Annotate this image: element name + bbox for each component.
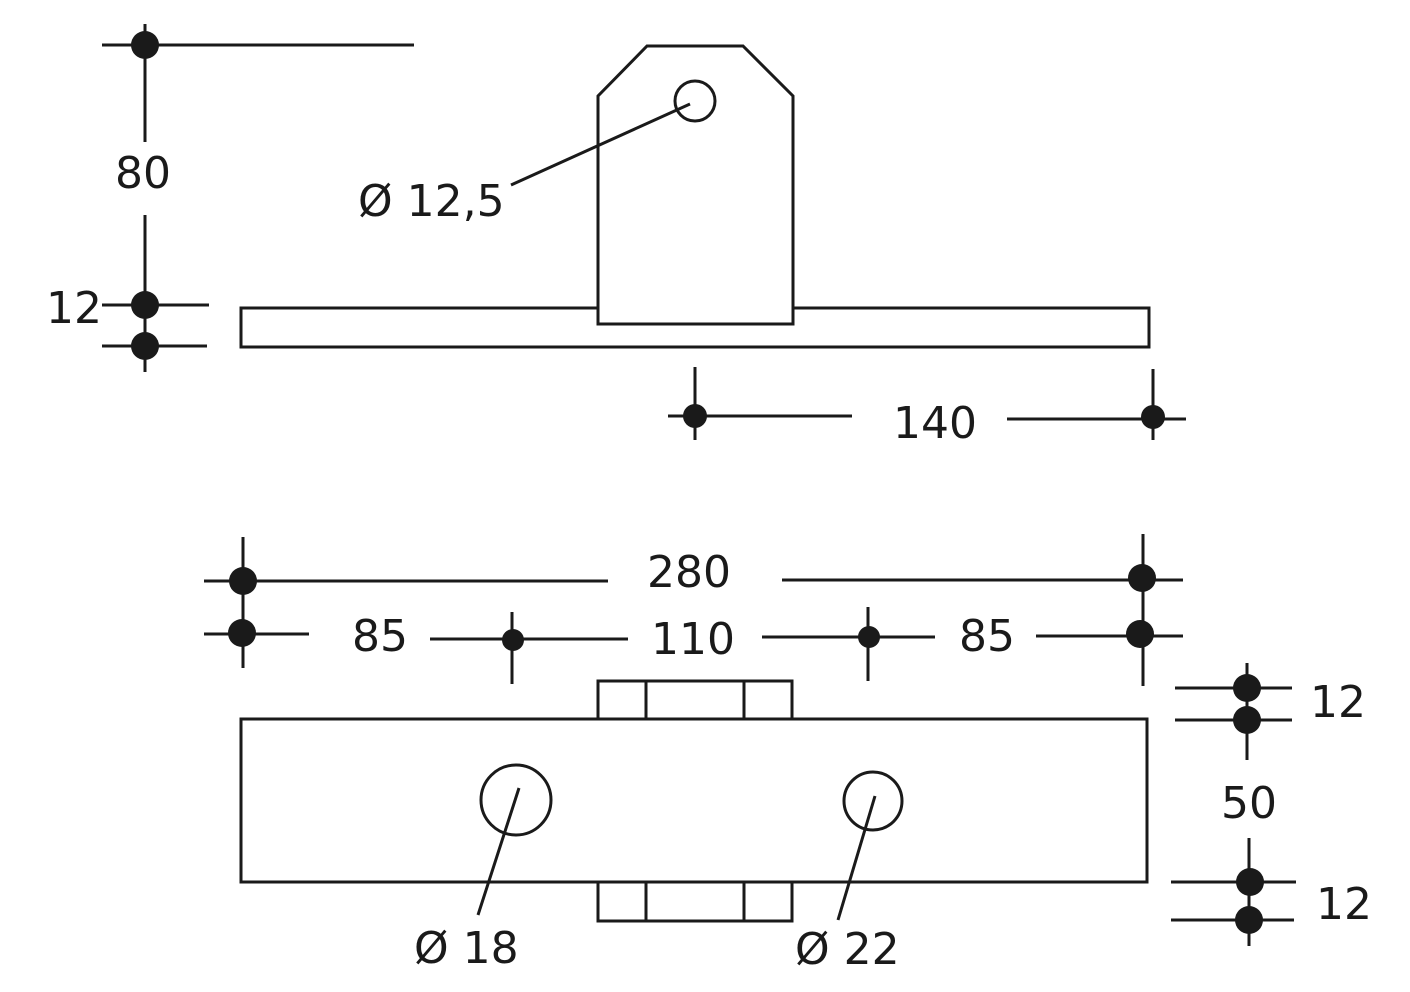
total-length-label: 280 [647,547,731,598]
right-offset-label: 85 [959,611,1015,662]
lug-bottom-dim-dot-2 [1235,906,1263,934]
lug-bottom-dim-dot-1 [1236,868,1264,896]
left-hole [479,763,553,837]
offset-dim-dot-right [1141,405,1165,429]
lug-hole [673,79,717,123]
chain-dim-dot-1 [228,619,256,647]
thickness-dim-dot-top [131,291,159,319]
plate-thickness-label: 12 [46,283,102,334]
left-hole-leader [476,787,521,916]
hole-leader-line [510,102,691,187]
lug-thickness-top-label: 12 [1310,677,1366,728]
right-hole-leader [836,795,877,921]
mounting-lug-side [596,44,795,326]
lug-offset-label: 140 [893,398,977,449]
length-dim-dot-right [1128,564,1156,592]
left-offset-label: 85 [352,611,408,662]
hole-diameter-label: Ø 12,5 [358,176,505,227]
center-spacing-label: 110 [651,614,735,665]
thickness-dim-dot-bottom [131,332,159,360]
height-dim-dot-top [131,31,159,59]
right-hole [842,770,904,832]
lug-thickness-bottom-label: 12 [1316,879,1372,930]
chain-dim-dot-4 [1126,620,1154,648]
lug-top-outline [596,679,794,723]
left-hole-diameter-label: Ø 18 [414,923,519,974]
length-dim-dot-left [229,567,257,595]
right-hole-diameter-label: Ø 22 [795,924,900,975]
base-plate-top [239,717,1149,884]
chain-dim-dot-3 [858,626,880,648]
chain-dim-dot-2 [502,629,524,651]
lug-bottom-outline [596,879,794,923]
lug-top-dim-dot-1 [1233,674,1261,702]
plate-width-label: 50 [1221,778,1277,829]
lug-top-dim-dot-2 [1233,706,1261,734]
top-view: Ø 18 Ø 22 280 85 110 85 12 50 [204,534,1372,975]
height-dim-label: 80 [115,148,171,199]
side-view: Ø 12,5 80 12 140 [46,24,1186,449]
offset-dim-dot-left [683,404,707,428]
